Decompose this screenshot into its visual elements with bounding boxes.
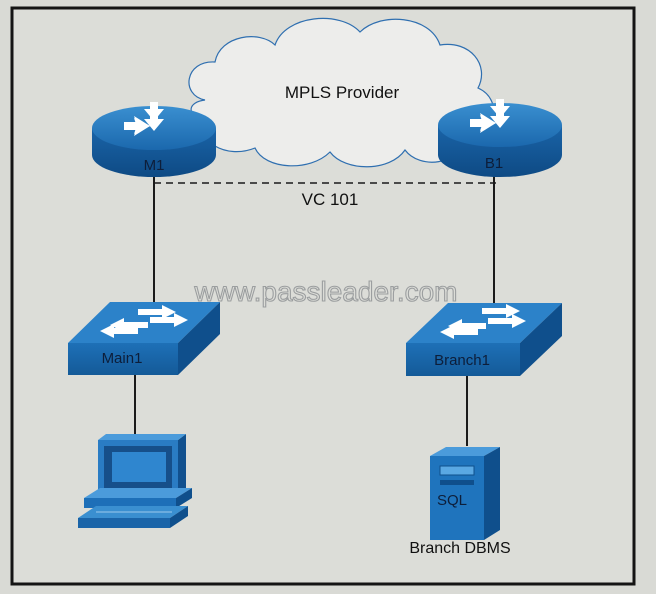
router-m1: M1 [92, 102, 216, 177]
watermark: www.passleader.com [193, 276, 457, 307]
virtual-circuit-label: VC 101 [302, 190, 359, 209]
switch-label: Main1 [102, 350, 143, 367]
pc-workstation-icon [78, 434, 192, 528]
switch-arrows-icon [100, 305, 188, 338]
switch-arrows-icon [440, 304, 526, 339]
switch-label: Branch1 [434, 352, 490, 369]
router-label: M1 [144, 157, 165, 174]
server-label: SQL [437, 492, 467, 509]
router-label: B1 [485, 155, 503, 172]
router-arrows-icon [470, 99, 510, 133]
router-b1: B1 [438, 99, 562, 177]
switch-branch1: Branch1 [406, 303, 562, 376]
cloud-label: MPLS Provider [285, 83, 400, 102]
switch-main1: Main1 [68, 302, 220, 375]
sql-server-icon: SQL [430, 447, 500, 540]
router-arrows-icon [124, 102, 164, 136]
server-caption: Branch DBMS [409, 540, 510, 557]
